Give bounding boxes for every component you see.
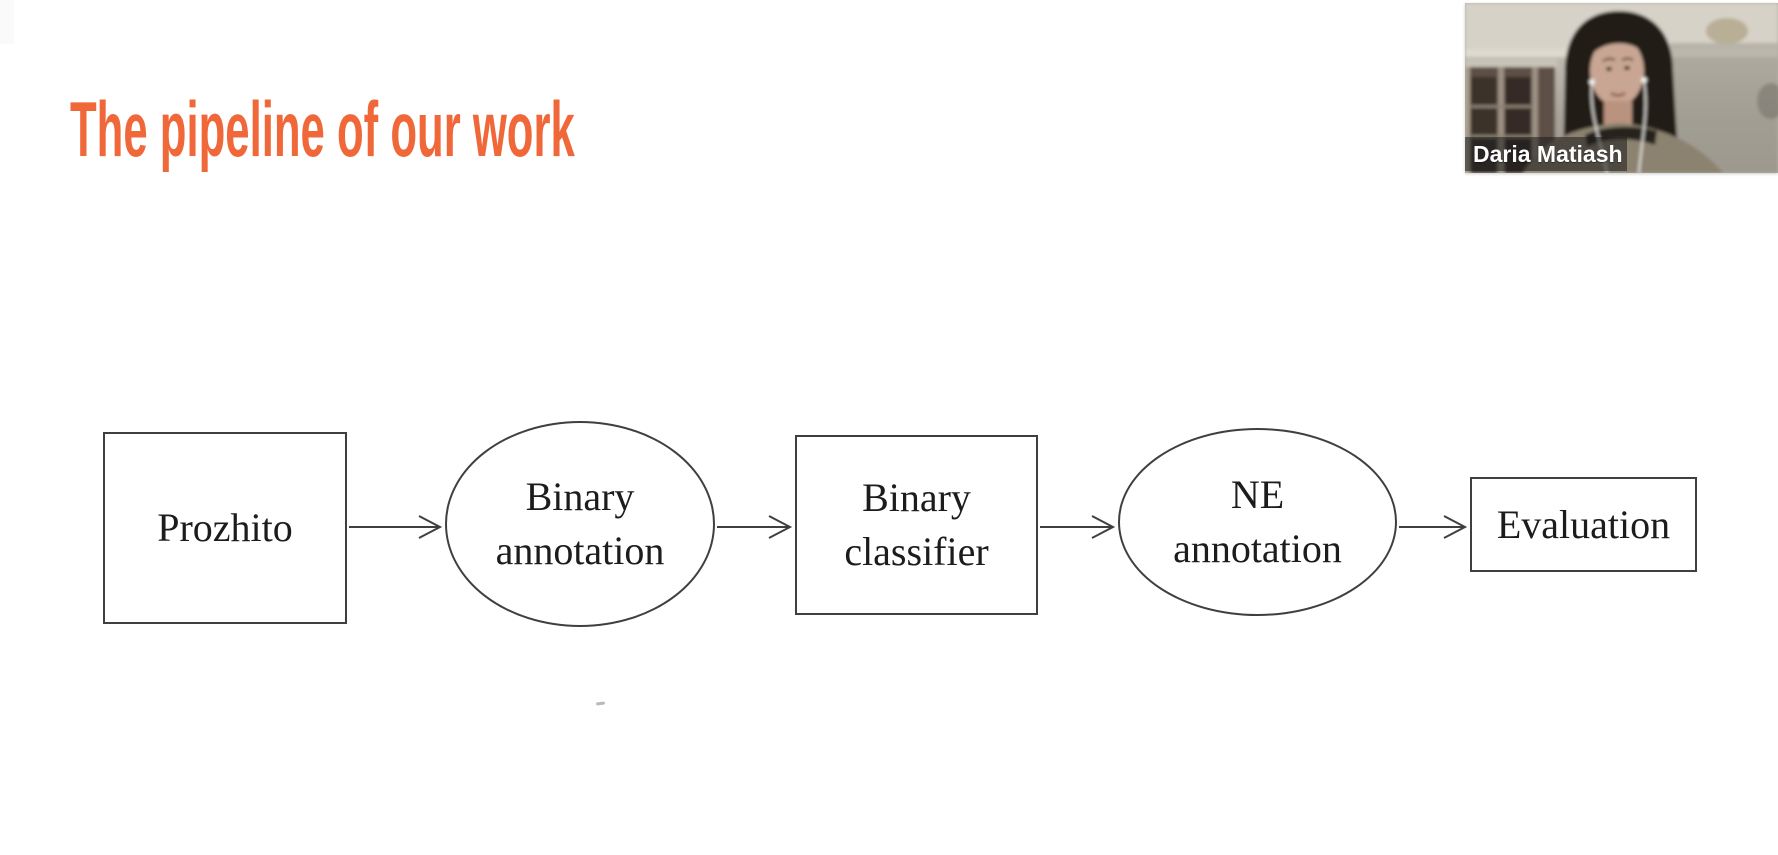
eyebrow-right	[1621, 57, 1634, 61]
participant-name: Daria Matiash	[1473, 140, 1623, 167]
wall-smudge	[1757, 83, 1778, 119]
flow-arrow-icon	[1399, 515, 1468, 539]
node-label-line: Binary	[525, 474, 635, 519]
presenter-face	[1590, 36, 1644, 106]
node-prozhito: Prozhito	[103, 432, 347, 624]
hair-fringe	[1589, 35, 1645, 58]
node-label-line: Binary	[862, 475, 971, 520]
eye-left	[1606, 67, 1612, 71]
sweater-collar	[1585, 126, 1657, 147]
node-binary-annotation: Binary annotation	[445, 421, 715, 627]
node-evaluation: Evaluation	[1470, 477, 1697, 572]
node-label-line: annotation	[495, 528, 665, 573]
slide-title: The pipeline of our work	[70, 85, 575, 173]
node-label-line: Evaluation	[1496, 501, 1671, 547]
node-label-line: Prozhito	[157, 505, 293, 550]
stray-mark	[595, 701, 606, 706]
eyebrow-left	[1602, 57, 1616, 62]
node-label-line: annotation	[1173, 526, 1342, 571]
webcam-overlay[interactable]: Daria Matiash	[1465, 3, 1778, 173]
node-binary-classifier: Binary classifier	[795, 435, 1038, 615]
node-label-line: NE	[1230, 472, 1285, 517]
flow-arrow-icon	[349, 515, 443, 539]
node-label-line: classifier	[844, 529, 989, 574]
node-ne-annotation: NE annotation	[1118, 428, 1397, 616]
flow-arrow-icon	[717, 515, 793, 539]
earbud-left	[1589, 79, 1595, 85]
participant-name-badge: Daria Matiash	[1465, 137, 1627, 171]
mouth	[1610, 91, 1626, 97]
earbud-right	[1641, 77, 1647, 83]
wall-sconce	[1706, 18, 1748, 44]
screen-corner-artifact	[0, 0, 14, 44]
eye-right	[1624, 66, 1630, 70]
flow-arrow-icon	[1040, 515, 1116, 539]
